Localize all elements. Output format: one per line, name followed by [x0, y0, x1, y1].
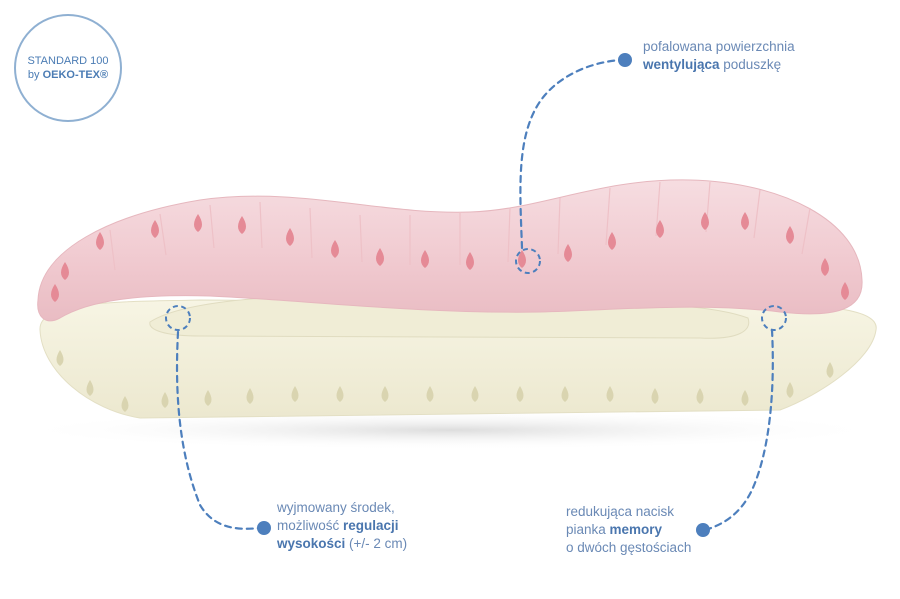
- annotation-right-line3: o dwóch gęstościach: [566, 540, 692, 555]
- callout-ring-left: [165, 305, 191, 331]
- callout-line-top: [519, 58, 622, 250]
- annotation-left-prefix: możliwość: [277, 518, 344, 533]
- annotation-left-bold1: regulacji: [343, 518, 399, 533]
- annotation-right-line1: redukująca nacisk: [566, 504, 675, 519]
- annotation-right-bold: memory: [609, 522, 663, 537]
- pink-foam-top: [37, 179, 863, 322]
- ventilation-holes-cream: [56, 350, 834, 412]
- badge-by-text: by: [27, 69, 43, 81]
- annotation-right-line2: pianka memory: [566, 521, 691, 539]
- annotation-top-line1: pofalowana powierzchnia: [643, 39, 795, 54]
- annotation-top-bold: wentylująca: [643, 57, 720, 72]
- badge-brand-text: OEKO-TEX®: [42, 69, 109, 81]
- callout-dots: [257, 53, 710, 537]
- annotation-left-line1: wyjmowany środek,: [277, 500, 395, 515]
- annotation-ventilated-surface: pofalowana powierzchnia wentylująca podu…: [643, 38, 795, 74]
- callout-ring-right: [761, 305, 787, 331]
- annotation-removable-insert: wyjmowany środek, możliwość regulacji wy…: [277, 499, 407, 553]
- oeko-tex-badge: STANDARD 100 by OEKO-TEX®: [14, 14, 122, 122]
- callout-ring-top: [515, 248, 541, 274]
- ventilation-holes-pink: [51, 212, 849, 302]
- annotation-right-prefix: pianka: [566, 522, 610, 537]
- callout-line-left: [175, 330, 262, 530]
- annotation-left-bold2: wysokości: [277, 536, 346, 551]
- callout-dot-right: [696, 523, 710, 537]
- callout-dot-left: [257, 521, 271, 535]
- callout-line-right: [703, 328, 774, 532]
- floor-shadow: [10, 410, 890, 450]
- annotation-left-line2: możliwość regulacji: [277, 517, 407, 535]
- badge-brand-line: by OEKO-TEX®: [28, 68, 108, 82]
- callout-lines: [175, 58, 774, 532]
- annotation-left-rest: (+/- 2 cm): [345, 536, 408, 551]
- annotation-top-rest: poduszkę: [719, 57, 782, 72]
- annotation-top-line2: wentylująca poduszkę: [643, 56, 795, 74]
- annotation-memory-foam: redukująca nacisk pianka memory o dwóch …: [566, 503, 691, 557]
- badge-standard-text: STANDARD 100: [27, 55, 109, 67]
- annotation-left-line3: wysokości (+/- 2 cm): [277, 535, 407, 553]
- callout-rings: [165, 248, 787, 331]
- callout-dot-top: [618, 53, 632, 67]
- ventilation-grooves-top: [109, 181, 811, 271]
